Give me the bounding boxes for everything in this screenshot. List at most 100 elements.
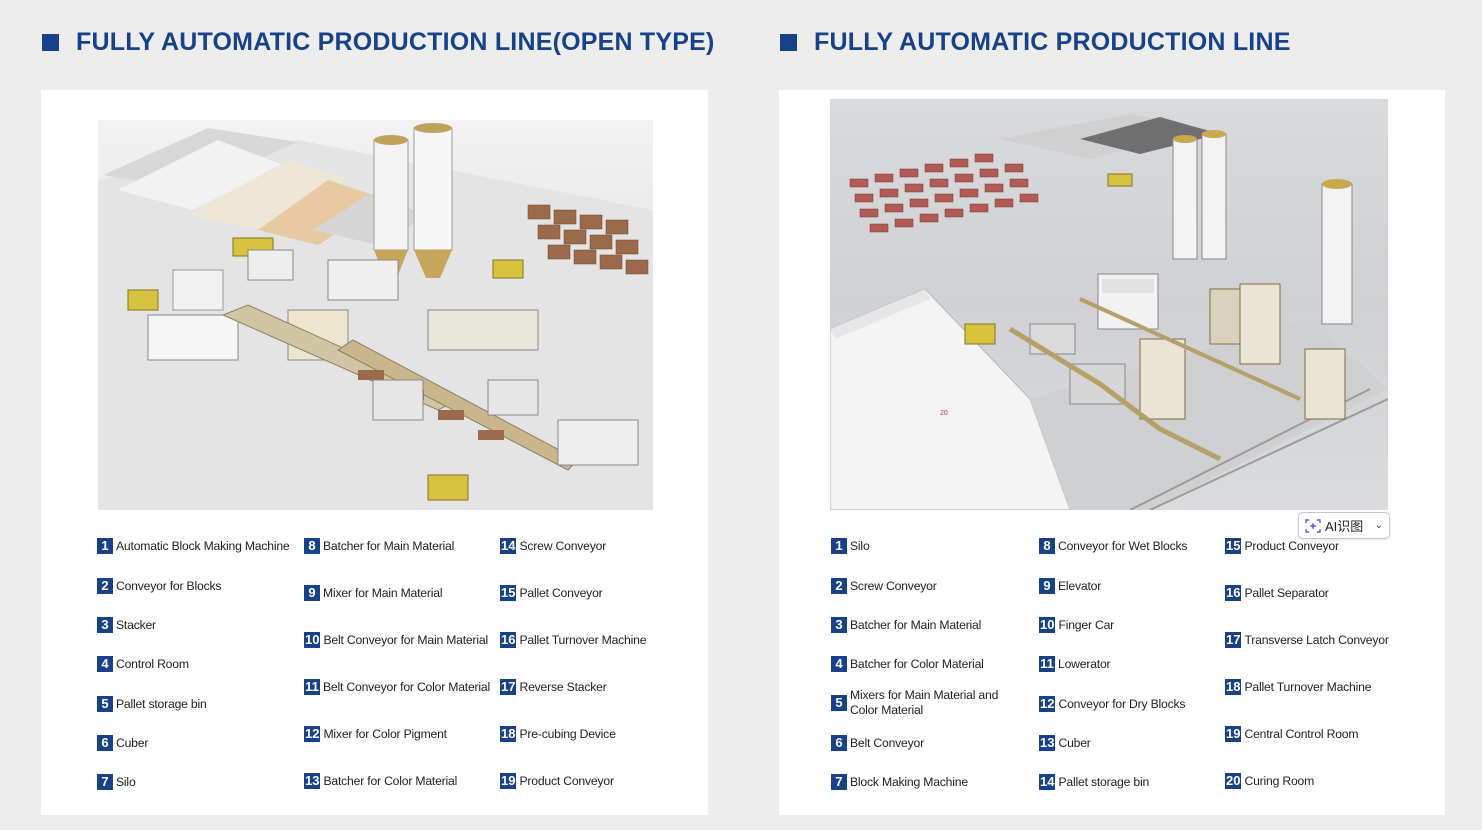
ai-recognize-button[interactable]: AI识图 ⌄ <box>1298 512 1390 539</box>
legend-label: Product Conveyor <box>519 774 614 788</box>
legend-label: Pallet storage bin <box>1058 775 1150 789</box>
legend-label: Pallet storage bin <box>116 697 207 711</box>
legend-number: 6 <box>831 735 847 751</box>
ai-badge-label: AI识图 <box>1325 519 1364 534</box>
legend-label: Batcher for Main Material <box>850 618 982 632</box>
legend-number: 13 <box>1039 735 1056 751</box>
legend-number: 6 <box>97 735 113 751</box>
legend-number: 14 <box>500 538 517 554</box>
legend-number: 17 <box>1225 632 1242 648</box>
legend-number: 8 <box>304 538 320 554</box>
legend-label: Control Room <box>116 657 189 671</box>
section-title-text: FULLY AUTOMATIC PRODUCTION LINE(OPEN TYP… <box>76 28 715 56</box>
legend-label: Pallet Turnover Machine <box>519 633 647 647</box>
legend-label: Reverse Stacker <box>519 680 607 694</box>
legend-label: Conveyor for Dry Blocks <box>1058 697 1186 711</box>
legend-number: 8 <box>1039 538 1055 554</box>
legend-label: Cuber <box>1058 736 1091 750</box>
legend-number: 16 <box>500 632 517 648</box>
legend-number: 9 <box>304 585 320 601</box>
legend-number: 5 <box>97 696 113 712</box>
legend-label: Silo <box>116 775 136 789</box>
legend-number: 12 <box>304 726 321 742</box>
legend-number: 16 <box>1225 585 1242 601</box>
legend-number: 12 <box>1039 696 1056 712</box>
legend-label: Batcher for Color Material <box>323 774 458 788</box>
legend-label: Batcher for Color Material <box>850 657 984 671</box>
legend-number: 3 <box>97 617 113 633</box>
legend-label: Product Conveyor <box>1244 539 1339 553</box>
legend-label: Belt Conveyor for Color Material <box>323 680 490 694</box>
legend-number: 4 <box>831 656 847 672</box>
legend-label: Block Making Machine <box>850 775 968 789</box>
legend-label: Lowerator <box>1058 657 1111 671</box>
legend-number: 19 <box>1225 726 1242 742</box>
legend-label: Cuber <box>116 736 149 750</box>
legend-label: Elevator <box>1058 579 1102 593</box>
section-title-open-type: FULLY AUTOMATIC PRODUCTION LINE(OPEN TYP… <box>42 28 715 57</box>
legend-number: 14 <box>1039 774 1056 790</box>
legend-label: Automatic Block Making Machine <box>116 539 290 553</box>
legend-label: Stacker <box>116 618 156 632</box>
legend-number: 3 <box>831 617 847 633</box>
legend-number: 10 <box>1039 617 1056 633</box>
legend-label: Pre-cubing Device <box>519 727 616 741</box>
legend-label: Mixers for Main Material and Color Mater… <box>850 688 999 717</box>
legend-number: 18 <box>500 726 517 742</box>
legend-number: 4 <box>97 656 113 672</box>
legend-label: Screw Conveyor <box>850 579 937 593</box>
ai-scan-icon <box>1305 518 1321 533</box>
legend-number: 7 <box>97 774 113 790</box>
legend-label: Transverse Latch Conveyor <box>1244 633 1389 647</box>
legend-number: 15 <box>1225 538 1242 554</box>
legend-number: 13 <box>304 773 321 789</box>
legend-number: 15 <box>500 585 517 601</box>
open-type-production-line-illustration <box>98 120 653 510</box>
legend-number: 18 <box>1225 679 1242 695</box>
legend-label: Screw Conveyor <box>519 539 607 553</box>
section-title-fully-automatic: FULLY AUTOMATIC PRODUCTION LINE <box>780 28 1291 57</box>
legend-label: Pallet Turnover Machine <box>1244 680 1372 694</box>
svg-text:20: 20 <box>940 410 948 417</box>
legend-label: Curing Room <box>1244 774 1315 788</box>
title-square-marker <box>780 34 797 51</box>
legend-number: 2 <box>97 578 113 594</box>
section-title-text: FULLY AUTOMATIC PRODUCTION LINE <box>814 28 1291 56</box>
legend-number: 5 <box>831 695 847 711</box>
legend-label: Belt Conveyor for Main Material <box>323 633 488 647</box>
legend-label: Pallet Separator <box>1244 586 1329 600</box>
